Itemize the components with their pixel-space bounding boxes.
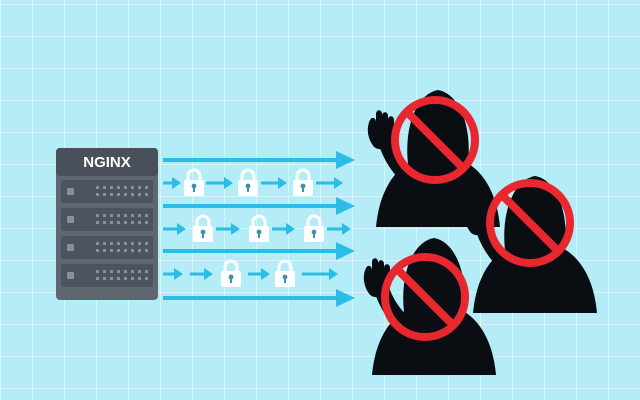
server-unit [61, 236, 153, 259]
padlock-icon [182, 168, 206, 198]
server-unit [61, 208, 153, 231]
server-unit [61, 264, 153, 287]
short-arrow [302, 268, 338, 280]
padlock-icon [302, 214, 326, 244]
server-unit [61, 180, 153, 203]
long-arrow [163, 197, 355, 215]
long-arrow [163, 242, 355, 260]
nginx-server: NGINX [56, 148, 158, 300]
long-arrow [163, 151, 355, 169]
short-arrow [216, 223, 240, 235]
short-arrow [316, 177, 343, 189]
long-arrow [163, 289, 355, 307]
short-arrow [248, 268, 270, 280]
padlock-icon [191, 214, 215, 244]
server-label: NGINX [83, 154, 131, 171]
padlock-icon [291, 168, 315, 198]
short-arrow [163, 268, 183, 280]
short-arrow [272, 223, 295, 235]
padlock-icon [247, 214, 271, 244]
padlock-icon [273, 259, 297, 289]
short-arrow [261, 177, 287, 189]
short-arrow [163, 223, 186, 235]
short-arrow [206, 177, 233, 189]
padlock-icon [236, 168, 260, 198]
server-label-panel [56, 148, 158, 176]
padlock-icon [219, 259, 243, 289]
short-arrow [190, 268, 213, 280]
short-arrow [163, 177, 181, 189]
short-arrow [327, 223, 351, 235]
